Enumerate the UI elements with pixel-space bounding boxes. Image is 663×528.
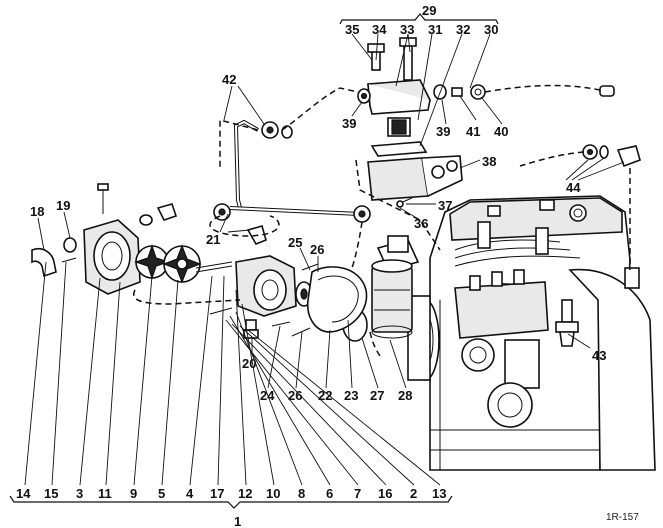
callout-1: 1 bbox=[234, 514, 241, 528]
callout-8: 8 bbox=[298, 486, 305, 501]
filter-head-assembly bbox=[357, 37, 615, 208]
callout-4: 4 bbox=[186, 486, 194, 501]
callout-27: 27 bbox=[370, 388, 384, 403]
callout-26-bottom: 26 bbox=[288, 388, 302, 403]
callout-5: 5 bbox=[158, 486, 165, 501]
callout-7: 7 bbox=[354, 486, 361, 501]
callout-38: 38 bbox=[482, 154, 496, 169]
callout-9: 9 bbox=[130, 486, 137, 501]
callout-23: 23 bbox=[344, 388, 358, 403]
callout-15: 15 bbox=[44, 486, 58, 501]
fuel-pipe-42 bbox=[213, 119, 371, 246]
callout-26-top: 26 bbox=[310, 242, 324, 257]
callout-39-right: 39 bbox=[436, 124, 450, 139]
callout-3: 3 bbox=[76, 486, 83, 501]
callout-31: 31 bbox=[428, 22, 442, 37]
callout-11: 11 bbox=[98, 486, 112, 501]
callout-33: 33 bbox=[400, 22, 414, 37]
callout-2: 2 bbox=[410, 486, 417, 501]
callout-6: 6 bbox=[326, 486, 333, 501]
callout-30: 30 bbox=[484, 22, 498, 37]
callout-18: 18 bbox=[30, 204, 44, 219]
water-pump-assembly bbox=[31, 87, 381, 357]
callout-17: 17 bbox=[210, 486, 224, 501]
dashed-route bbox=[355, 159, 441, 251]
callout-22: 22 bbox=[318, 388, 332, 403]
callout-40: 40 bbox=[494, 124, 508, 139]
callout-25: 25 bbox=[288, 235, 302, 250]
callout-35: 35 bbox=[345, 22, 359, 37]
callout-21: 21 bbox=[206, 232, 220, 247]
callout-labels: 29 1 35 34 33 31 32 30 42 39 39 41 40 38… bbox=[16, 3, 639, 528]
callout-16: 16 bbox=[378, 486, 392, 501]
callout-32: 32 bbox=[456, 22, 470, 37]
callout-20: 20 bbox=[242, 356, 256, 371]
callout-24: 24 bbox=[260, 388, 275, 403]
callout-10: 10 bbox=[266, 486, 280, 501]
callout-44: 44 bbox=[566, 180, 581, 195]
callout-13: 13 bbox=[432, 486, 446, 501]
callout-42: 42 bbox=[222, 72, 236, 87]
callout-29: 29 bbox=[422, 3, 436, 18]
callout-39-left: 39 bbox=[342, 116, 356, 131]
engine-block bbox=[407, 195, 656, 471]
figure-reference: 1R-157 bbox=[606, 512, 639, 523]
callout-28: 28 bbox=[398, 388, 412, 403]
callout-41: 41 bbox=[466, 124, 480, 139]
callout-37: 37 bbox=[438, 198, 452, 213]
callout-19: 19 bbox=[56, 198, 70, 213]
callout-14: 14 bbox=[16, 486, 31, 501]
callout-36: 36 bbox=[414, 216, 428, 231]
callout-12: 12 bbox=[238, 486, 252, 501]
callout-43: 43 bbox=[592, 348, 606, 363]
leader-lines bbox=[24, 33, 625, 486]
brace-29 bbox=[339, 13, 499, 25]
callout-34: 34 bbox=[372, 22, 387, 37]
brace-1 bbox=[9, 495, 453, 509]
